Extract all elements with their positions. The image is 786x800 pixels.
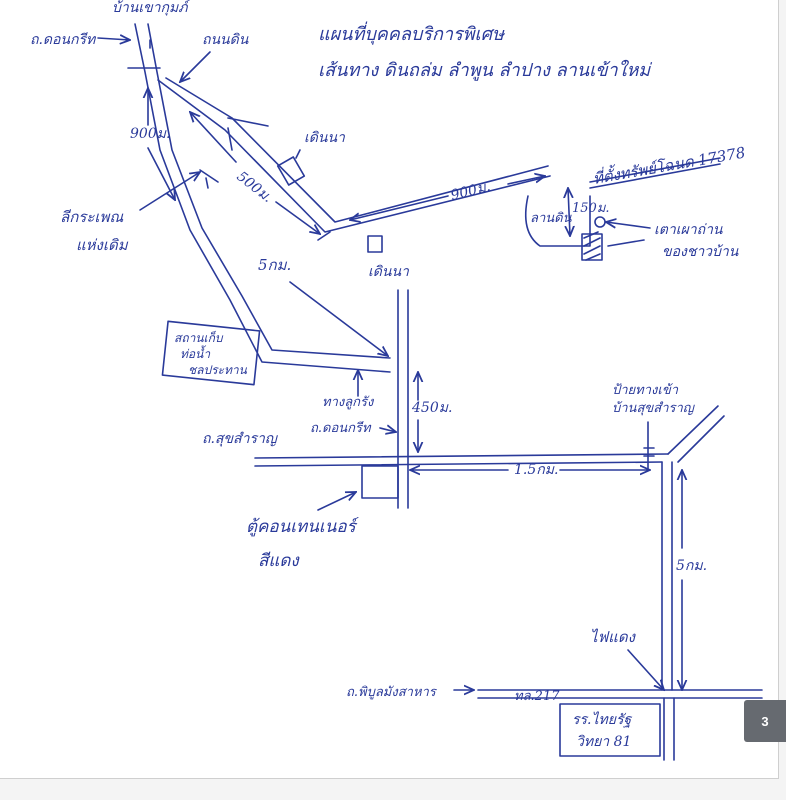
rice-field-2-box — [367, 235, 383, 253]
sign-post — [643, 421, 655, 471]
pointer — [139, 172, 200, 211]
sukhumvit-label: ถ.สุขสำราญ — [202, 431, 279, 447]
pointer — [379, 428, 396, 432]
road-right-vertical — [661, 461, 673, 691]
route-217-label: ทล.217 — [514, 689, 560, 704]
site-title: ที่ตั้งทรัพย์โฉนด 17378 — [591, 141, 746, 187]
road-top-left-label: ถ.ดอนกรีท — [30, 32, 97, 48]
house-label-1: เตาเผาถ่าน — [654, 222, 723, 238]
road-branch — [157, 79, 551, 233]
house-hatch — [583, 231, 601, 261]
dirt-road-label: ถนนดิน — [202, 32, 249, 48]
rice-field-1-label: เดินนา — [304, 130, 346, 146]
hand-drawn-map: แผนที่บุคคลบริการพิเศษ เส้นทาง ดินถล่ม ล… — [30, 0, 763, 761]
container-label-1: ตู้คอนเทนเนอร์ — [246, 517, 360, 537]
dist-450m: 450ม. — [411, 400, 452, 416]
road-bottom-label: ถ.พิบูลมังสาหาร — [346, 685, 438, 700]
dist-marker — [190, 112, 320, 234]
water-label-2: ท่อน้ำ — [180, 345, 211, 361]
arrow — [289, 281, 388, 356]
dist-marker — [350, 176, 545, 220]
pointer — [627, 649, 664, 690]
pointer — [607, 239, 645, 247]
dirt-area-label: ลานดิน — [530, 211, 573, 226]
tick — [127, 39, 161, 69]
rice-field-2-label: เดินนา — [368, 264, 410, 280]
map-title: แผนที่บุคคลบริการพิเศษ — [318, 21, 505, 45]
dist-1-5km: 1.5กม. — [514, 462, 558, 478]
top-village-label: บ้านเขากุมภ์ — [112, 0, 190, 16]
lamp-label-1: ทางลูกรัง — [322, 395, 375, 410]
map-page: แผนที่บุคคลบริการพิเศษ เส้นทาง ดินถล่ม ล… — [0, 0, 779, 779]
container-box — [361, 465, 399, 499]
arrow — [180, 51, 211, 82]
road-branch-edge — [165, 77, 549, 223]
road-ne — [667, 405, 725, 463]
pointer — [295, 149, 301, 159]
arrow — [97, 38, 130, 40]
dirt-area-outline — [524, 195, 591, 247]
sign-label-1: ป้ายทางเข้า — [612, 383, 679, 398]
dist-900m-left: 900ม. — [130, 126, 170, 142]
dist-5km-left: 5กม. — [258, 256, 291, 274]
map-subtitle: เส้นทาง ดินถล่ม ลำพูน ลำปาง ลานเข้าใหม่ — [318, 59, 652, 81]
cemetery-label-1: ลีกระเพณ — [60, 208, 124, 226]
road-site — [589, 157, 721, 189]
school-label-2: วิทยา 81 — [576, 734, 631, 750]
road-south — [663, 697, 675, 761]
pointer — [606, 222, 651, 229]
traffic-light-label: ไฟแดง — [590, 628, 637, 646]
cemetery-mark — [199, 169, 219, 189]
lamp-label-2: ถ.ดอนกรีท — [310, 420, 372, 436]
road-center-vertical — [397, 289, 409, 509]
rice-field-1-box — [276, 156, 306, 186]
school-box — [559, 703, 661, 757]
dist-900m-right: 900ม. — [449, 179, 492, 204]
kiln-icon — [594, 216, 606, 228]
pointer — [317, 492, 356, 511]
water-storage-box — [161, 320, 261, 386]
water-label-1: สถานเก็บ — [174, 330, 224, 345]
page-number-badge[interactable]: 3 — [744, 700, 786, 742]
water-label-3: ชลประทาน — [188, 363, 248, 377]
house-label-2: ของชาวบ้าน — [662, 244, 739, 260]
cemetery-label-2: แห่งเดิม — [76, 236, 129, 254]
container-label-2: สีแดง — [258, 551, 300, 571]
dist-marker — [568, 188, 570, 236]
dist-5km-right: 5กม. — [676, 558, 707, 574]
school-label-1: รร.ไทยรัฐ — [572, 711, 632, 728]
road-bottom — [477, 689, 763, 699]
dist-150m: 150ม. — [572, 201, 610, 216]
sign-label-2: บ้านสุขสำราญ — [612, 401, 696, 416]
road-horizontal — [254, 453, 669, 467]
